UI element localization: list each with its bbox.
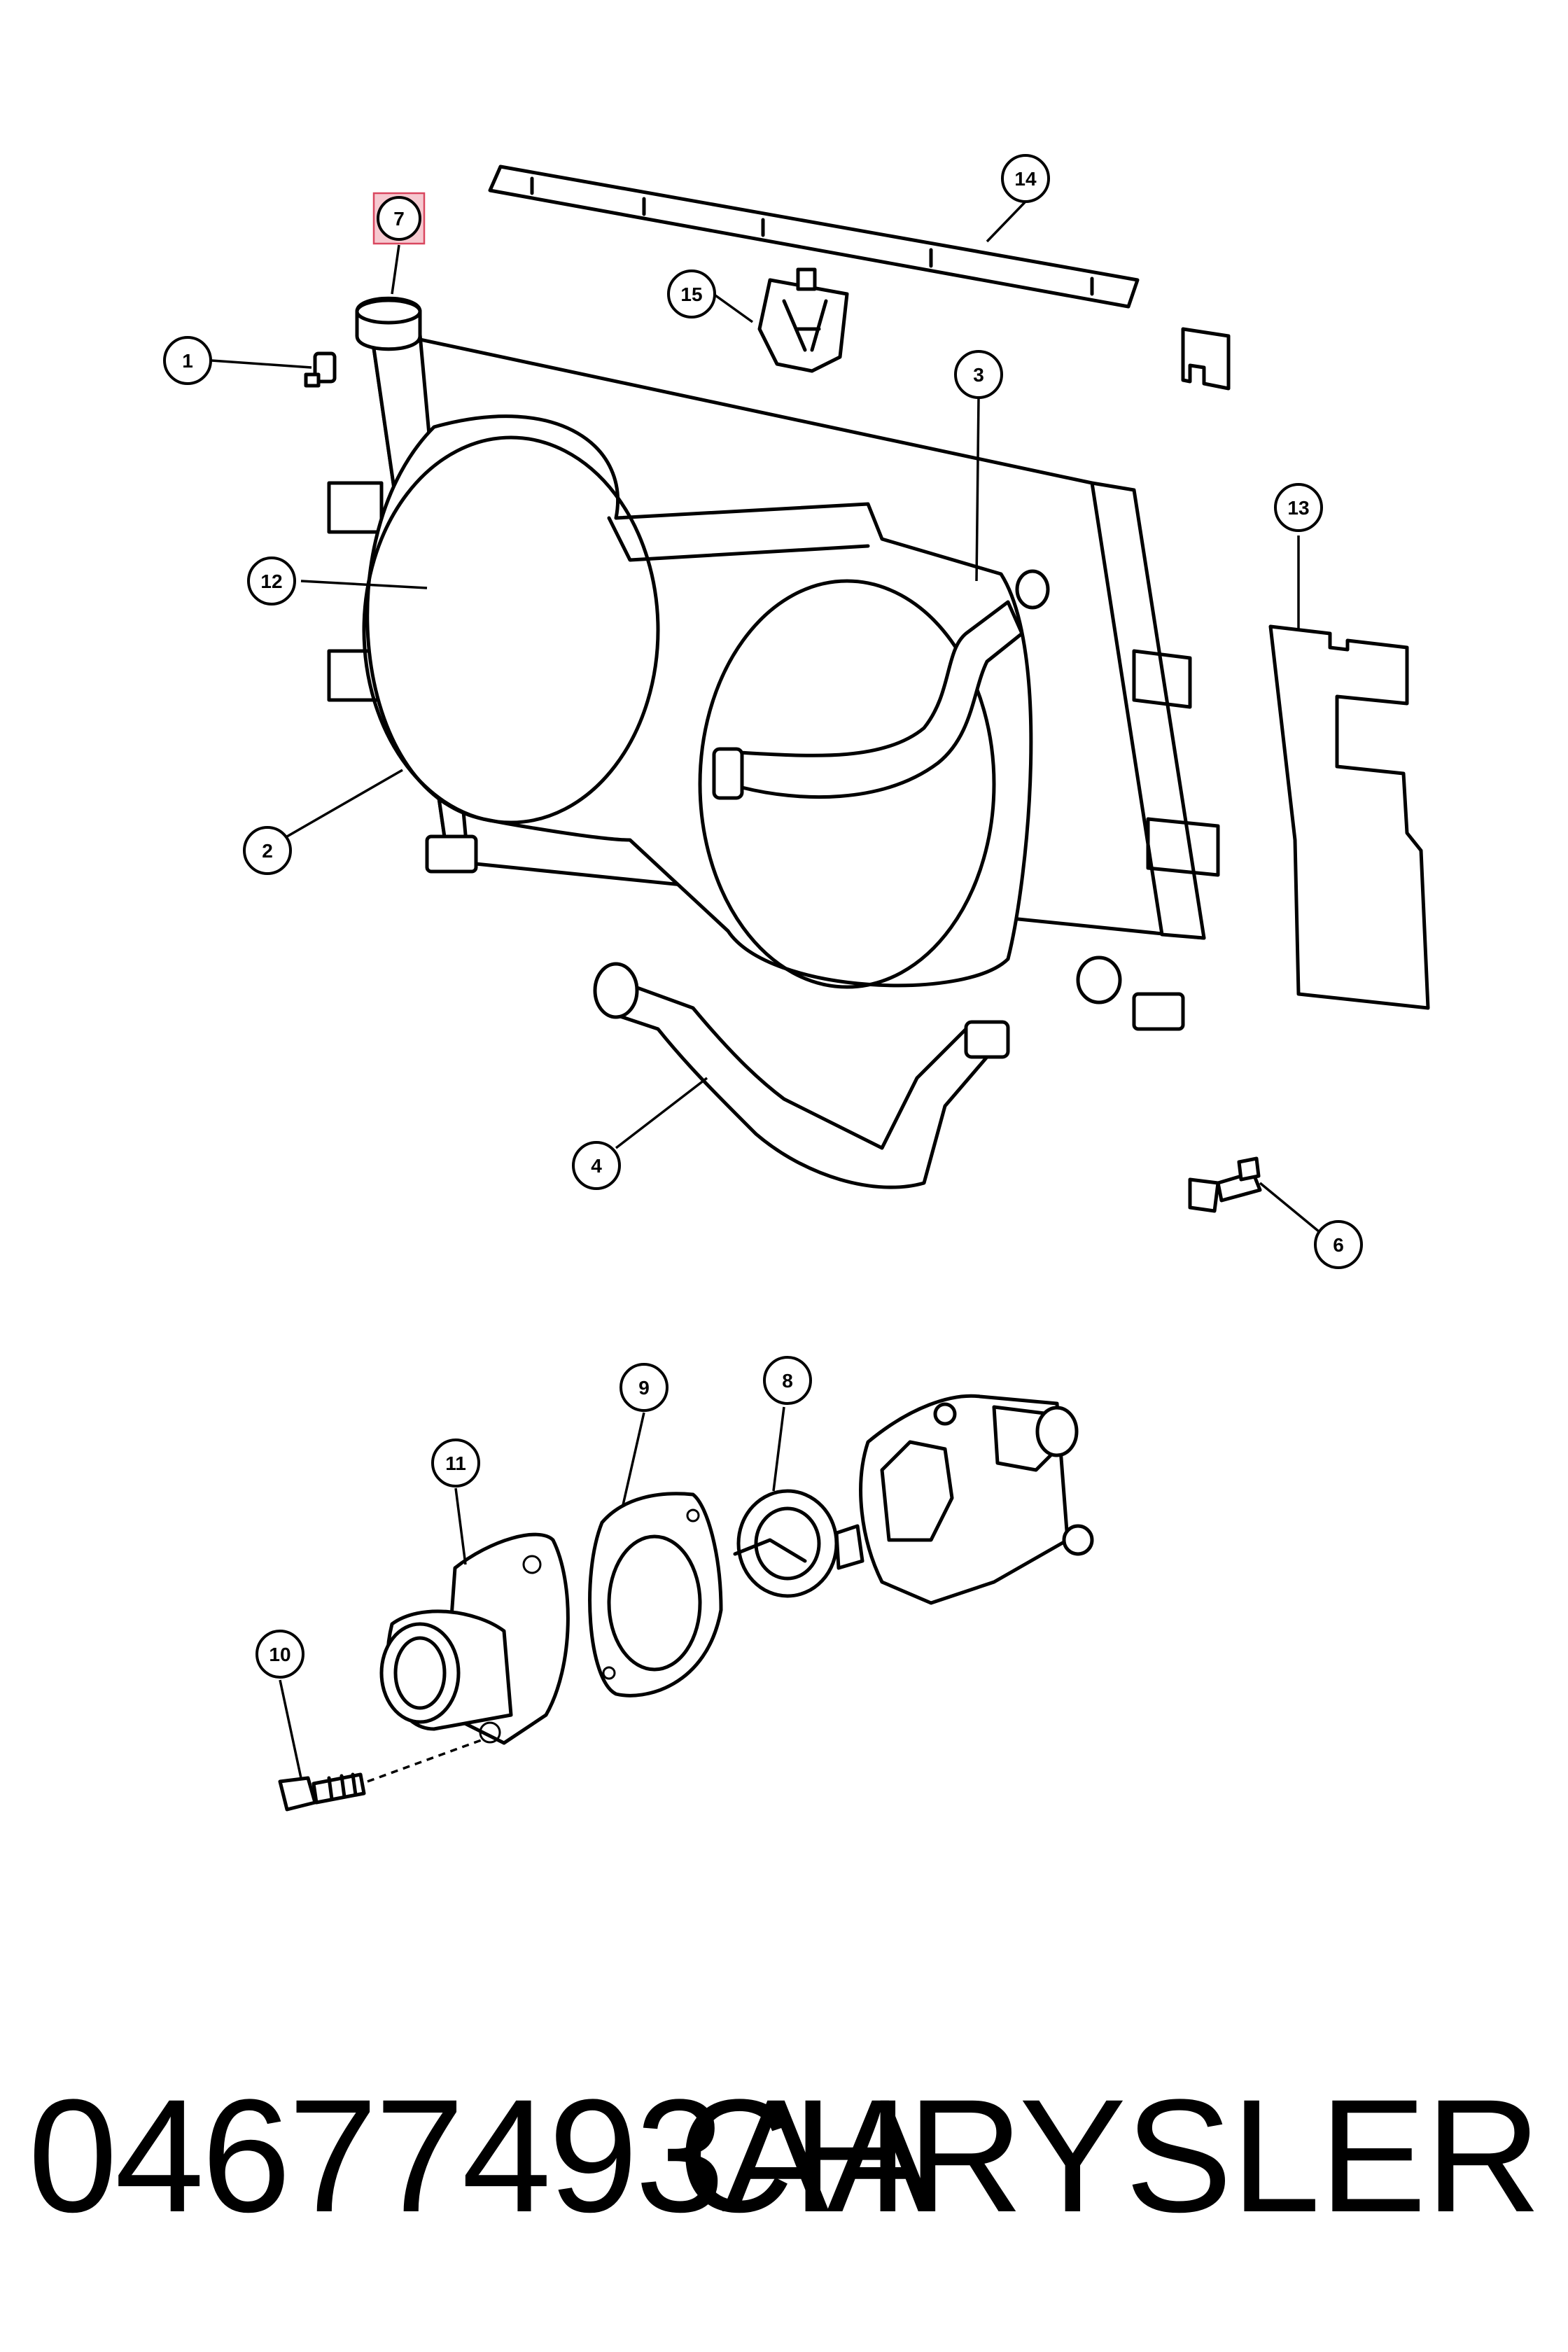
callout-14[interactable]: 14 <box>1001 154 1050 203</box>
part-6-bolt-nut <box>1188 1156 1262 1213</box>
svg-text:7: 7 <box>393 208 405 230</box>
callout-13[interactable]: 13 <box>1274 483 1323 532</box>
svg-text:8: 8 <box>782 1370 793 1392</box>
svg-text:6: 6 <box>1333 1234 1344 1256</box>
svg-text:13: 13 <box>1287 497 1309 519</box>
callout-2[interactable]: 2 <box>243 826 292 875</box>
callout-1[interactable]: 1 <box>163 336 212 385</box>
part-1-bleed-valve <box>304 351 337 388</box>
callout-9[interactable]: 9 <box>620 1363 668 1412</box>
part-8-thermostat <box>733 1489 864 1598</box>
part-15-mount-bracket <box>757 267 849 373</box>
callout-11[interactable]: 11 <box>431 1438 480 1488</box>
brand-name: CHRYSLER <box>677 2066 1541 2246</box>
parts-diagram: 7 14 15 1 3 13 12 2 4 6 9 8 <box>163 154 1430 1812</box>
part-13-side-shield <box>1268 624 1430 1010</box>
part-11-water-outlet <box>379 1532 570 1745</box>
svg-text:4: 4 <box>591 1155 602 1177</box>
part-9-gasket <box>588 1492 723 1698</box>
part-12-fan-shroud <box>362 414 1033 989</box>
part-10-bolt <box>278 1772 366 1812</box>
alignment-line <box>367 1738 484 1783</box>
small-clip <box>1181 327 1231 391</box>
part-number: 04677493AA <box>28 2066 934 2246</box>
svg-text:14: 14 <box>1014 168 1037 190</box>
footer: 04677493AA CHRYSLER <box>0 2072 1568 2240</box>
part-7-radiator-cap <box>355 296 422 351</box>
part-4-lower-hose <box>593 955 1122 1189</box>
callout-10[interactable]: 10 <box>255 1630 304 1679</box>
svg-text:15: 15 <box>680 284 702 305</box>
callout-7[interactable]: 7 <box>372 192 426 245</box>
svg-text:3: 3 <box>973 364 984 386</box>
callout-8[interactable]: 8 <box>763 1356 812 1405</box>
callout-4[interactable]: 4 <box>572 1141 621 1190</box>
thermostat-housing <box>859 1394 1094 1605</box>
svg-text:11: 11 <box>445 1452 466 1474</box>
svg-text:9: 9 <box>638 1377 650 1399</box>
svg-text:2: 2 <box>262 840 273 862</box>
svg-text:10: 10 <box>269 1644 290 1665</box>
svg-text:12: 12 <box>260 570 282 592</box>
part-3-upper-hose <box>712 569 1050 800</box>
callout-6[interactable]: 6 <box>1314 1220 1363 1269</box>
callout-15[interactable]: 15 <box>667 270 716 318</box>
svg-text:1: 1 <box>182 350 193 372</box>
leader-lines <box>211 200 1321 1779</box>
part-14-upper-seal <box>488 164 1140 309</box>
callout-3[interactable]: 3 <box>954 350 1003 399</box>
callout-12[interactable]: 12 <box>247 556 296 606</box>
